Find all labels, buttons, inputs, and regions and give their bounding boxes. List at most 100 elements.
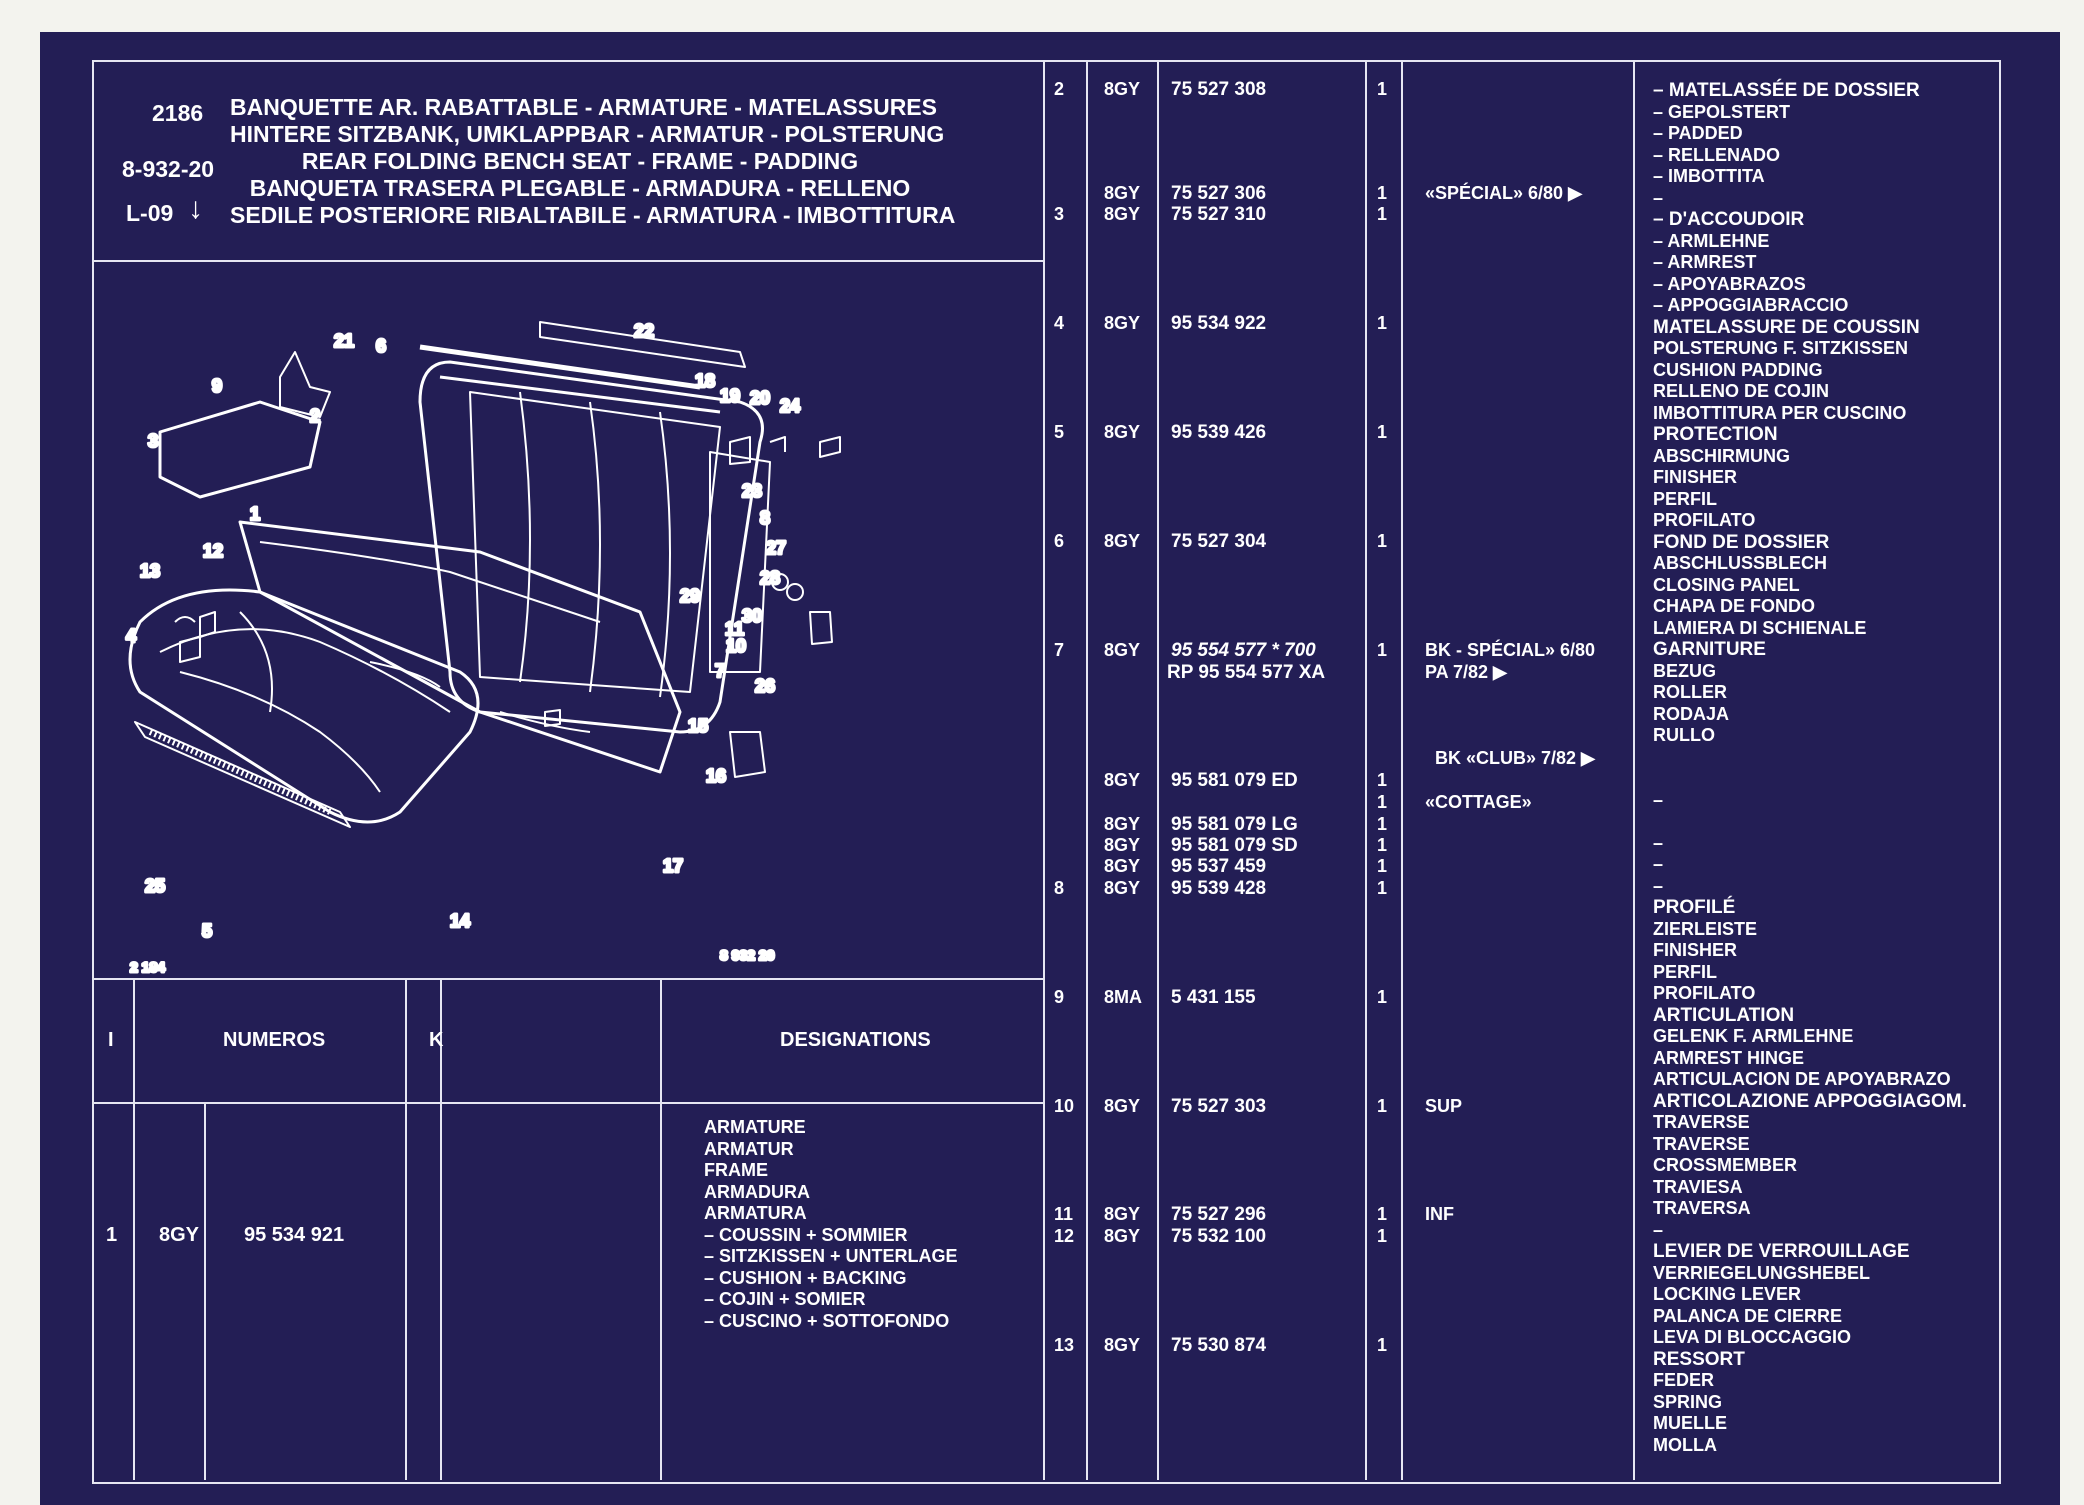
col-sep-code	[204, 1102, 206, 1480]
title-it: SEDILE POSTERIORE RIBALTABILE - ARMATURA…	[230, 202, 956, 228]
designation-line: CHAPA DE FONDO	[1653, 596, 1815, 616]
col-sep-r4	[1401, 62, 1403, 1480]
row-code: 8GY	[1104, 856, 1141, 876]
designation-line: – GEPOLSTERT	[1653, 101, 1791, 122]
row-quantity: 1	[1377, 531, 1388, 551]
svg-text:28: 28	[760, 568, 780, 588]
row-note: INF	[1425, 1204, 1454, 1224]
designation-line: ARMATUR	[704, 1138, 794, 1159]
designation-line: VERRIEGELUNGSHEBEL	[1653, 1262, 1871, 1283]
row-quantity: 1	[1377, 640, 1388, 660]
designation-line: CUSHION PADDING	[1653, 359, 1823, 380]
entry-number: 95 534 921	[244, 1224, 345, 1246]
svg-text:24: 24	[780, 396, 800, 416]
row-part-number: 75 527 303	[1171, 1096, 1267, 1117]
svg-text:20: 20	[750, 388, 770, 408]
svg-text:25: 25	[145, 876, 165, 896]
designation-line: FINISHER	[1653, 940, 1738, 960]
designation-line: TRAVERSA	[1653, 1198, 1751, 1218]
svg-text:3: 3	[148, 431, 158, 451]
row-code: 8GY	[1104, 313, 1141, 333]
row-code: 8GY	[1104, 183, 1141, 203]
svg-text:5: 5	[202, 921, 212, 941]
row-index: 13	[1054, 1335, 1075, 1355]
designation-line	[1653, 747, 1967, 769]
row-note: SUP	[1425, 1096, 1463, 1116]
row-code: 8GY	[1104, 422, 1141, 442]
designation-line: – MATELASSÉE DE DOSSIER	[1653, 80, 1920, 101]
row-code: 8GY	[1104, 814, 1141, 834]
col-sep-k	[440, 978, 442, 1480]
designation-line: LEVA DI BLOCCAGGIO	[1653, 1327, 1851, 1347]
svg-text:23: 23	[742, 481, 762, 501]
exploded-diagram: 1 2 3 4 5 6 7 10 11 15 16 17 18 19 20 21…	[120, 292, 1080, 997]
designation-line: FRAME	[704, 1160, 768, 1180]
row-index: 4	[1054, 313, 1065, 333]
row-note: BK «CLUB» 7/82 ▶	[1435, 748, 1595, 768]
svg-text:8 932 20: 8 932 20	[720, 947, 775, 963]
row-part-number: 75 527 308	[1171, 79, 1267, 100]
row-code: 8GY	[1104, 1096, 1141, 1116]
designation-line: GARNITURE	[1653, 639, 1766, 660]
designation-line: – RELLENADO	[1653, 144, 1781, 165]
svg-text:30: 30	[742, 606, 762, 626]
title-fr: BANQUETTE AR. RABATTABLE - ARMATURE - MA…	[230, 94, 937, 120]
svg-text:11: 11	[725, 619, 744, 639]
svg-text:17: 17	[663, 856, 683, 876]
designation-line: FEDER	[1653, 1370, 1715, 1390]
title-de: HINTERE SITZBANK, UMKLAPPBAR - ARMATUR -…	[230, 121, 945, 147]
designation-line: POLSTERUNG F. SITZKISSEN	[1653, 338, 1909, 358]
designation-line: MOLLA	[1653, 1434, 1717, 1455]
row-quantity: 1	[1377, 1226, 1388, 1246]
row-index: 5	[1054, 422, 1065, 442]
svg-text:15: 15	[688, 716, 708, 736]
row-note: PA 7/82 ▶	[1425, 662, 1507, 682]
arrow-down-icon: ↓	[188, 192, 203, 225]
designation-line: PERFIL	[1653, 488, 1718, 509]
designation-line: –	[1653, 854, 1664, 874]
svg-text:6: 6	[376, 336, 386, 356]
row-part-number: 75 527 306	[1171, 183, 1267, 204]
designation-line: –	[1653, 832, 1664, 853]
designation-line: PROFILATO	[1653, 510, 1756, 530]
table-header-bottom-line	[94, 1102, 1044, 1104]
plate-code: 8-932-20	[122, 156, 215, 182]
title-en: REAR FOLDING BENCH SEAT - FRAME - PADDIN…	[301, 148, 859, 174]
designation-line: ARTICOLAZIONE APPOGGIAGOM.	[1653, 1090, 1967, 1112]
designation-line: PERFIL	[1653, 961, 1718, 982]
row-part-number: RP 95 554 577 XA	[1167, 662, 1326, 683]
row-index: 2	[1054, 79, 1065, 99]
col-sep-r5	[1633, 62, 1635, 1480]
svg-text:8: 8	[760, 508, 770, 528]
svg-text:29: 29	[680, 586, 700, 606]
designation-line: – CUSCINO + SOTTOFONDO	[704, 1310, 950, 1331]
designation-line: ARTICULACION DE APOYABRAZO	[1653, 1069, 1951, 1089]
row-part-number: 75 530 874	[1171, 1335, 1267, 1356]
col-sep-i	[133, 978, 135, 1480]
designation-line: – CUSHION + BACKING	[704, 1267, 907, 1288]
designation-line: – APOYABRAZOS	[1653, 273, 1806, 294]
designation-line: TRAVERSE	[1653, 1112, 1750, 1132]
row-index: 3	[1054, 204, 1065, 224]
row-quantity: 1	[1377, 878, 1388, 898]
row-part-number: 95 537 459	[1171, 856, 1267, 877]
row-note: «SPÉCIAL» 6/80 ▶	[1425, 183, 1582, 203]
designation-line: –	[1653, 1219, 1664, 1240]
svg-text:12: 12	[203, 541, 223, 561]
header-bottom-line	[94, 260, 1044, 262]
row-index: 12	[1054, 1226, 1075, 1246]
designation-line: FINISHER	[1653, 467, 1738, 487]
designation-line: ARMADURA	[704, 1181, 810, 1202]
svg-text:26: 26	[755, 676, 775, 696]
designation-line: SPRING	[1653, 1391, 1723, 1412]
designation-line: TRAVERSE	[1653, 1133, 1750, 1154]
row-part-number: 95 534 922	[1171, 313, 1267, 334]
designation-line: – ARMREST	[1653, 252, 1757, 272]
col-sep-blank	[660, 978, 662, 1480]
row-code: 8GY	[1104, 878, 1141, 898]
row-code: 8MA	[1104, 987, 1143, 1007]
row-part-number: 95 581 079 SD	[1171, 835, 1298, 856]
row-quantity: 1	[1377, 856, 1388, 876]
designation-line: ROLLER	[1653, 682, 1727, 702]
row-quantity: 1	[1377, 835, 1388, 855]
